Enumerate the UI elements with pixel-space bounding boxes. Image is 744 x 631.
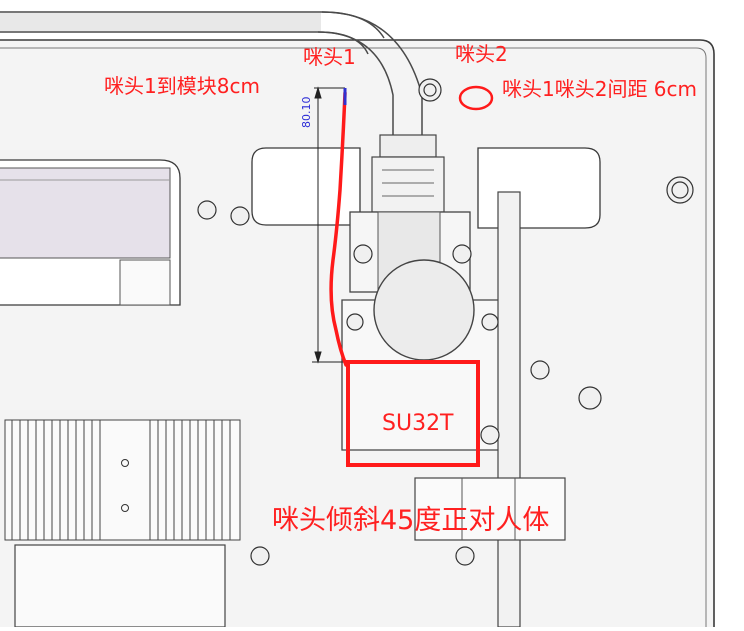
heatsink-hole-1 bbox=[121, 459, 129, 467]
roller-body bbox=[0, 167, 171, 259]
mic1-label: 咪头1 bbox=[303, 45, 356, 69]
bottom-left-box bbox=[14, 544, 226, 628]
coupling-body bbox=[371, 156, 445, 213]
right-slot bbox=[477, 147, 601, 229]
mic-spacing-label: 咪头1咪头2间距 6cm bbox=[502, 77, 698, 101]
mic1-to-module-label: 咪头1到模块8cm bbox=[104, 74, 260, 98]
mic2-label: 咪头2 bbox=[455, 42, 508, 66]
pipe-fill bbox=[0, 13, 321, 31]
center-left-slot bbox=[251, 147, 361, 226]
dimension-value: 80.10 bbox=[300, 96, 313, 129]
connector-block bbox=[414, 477, 566, 541]
right-rail bbox=[497, 191, 521, 628]
module-name-label: SU32T bbox=[382, 411, 454, 436]
dimension-line bbox=[312, 86, 345, 364]
screws bbox=[197, 78, 694, 566]
left-bracket bbox=[119, 259, 171, 306]
mic-round-body bbox=[373, 259, 475, 361]
mic1-wire bbox=[329, 91, 348, 367]
su32t-box bbox=[346, 360, 480, 467]
heatsink-hole-2 bbox=[121, 504, 129, 512]
pipe-bend-inner bbox=[317, 31, 394, 135]
heatsink bbox=[4, 419, 241, 541]
mic2-marker bbox=[458, 85, 494, 111]
panel-inner-edge bbox=[0, 47, 707, 631]
tilt-note-label: 咪头倾斜45度正对人体 bbox=[272, 505, 550, 536]
coupling-top bbox=[379, 134, 437, 158]
